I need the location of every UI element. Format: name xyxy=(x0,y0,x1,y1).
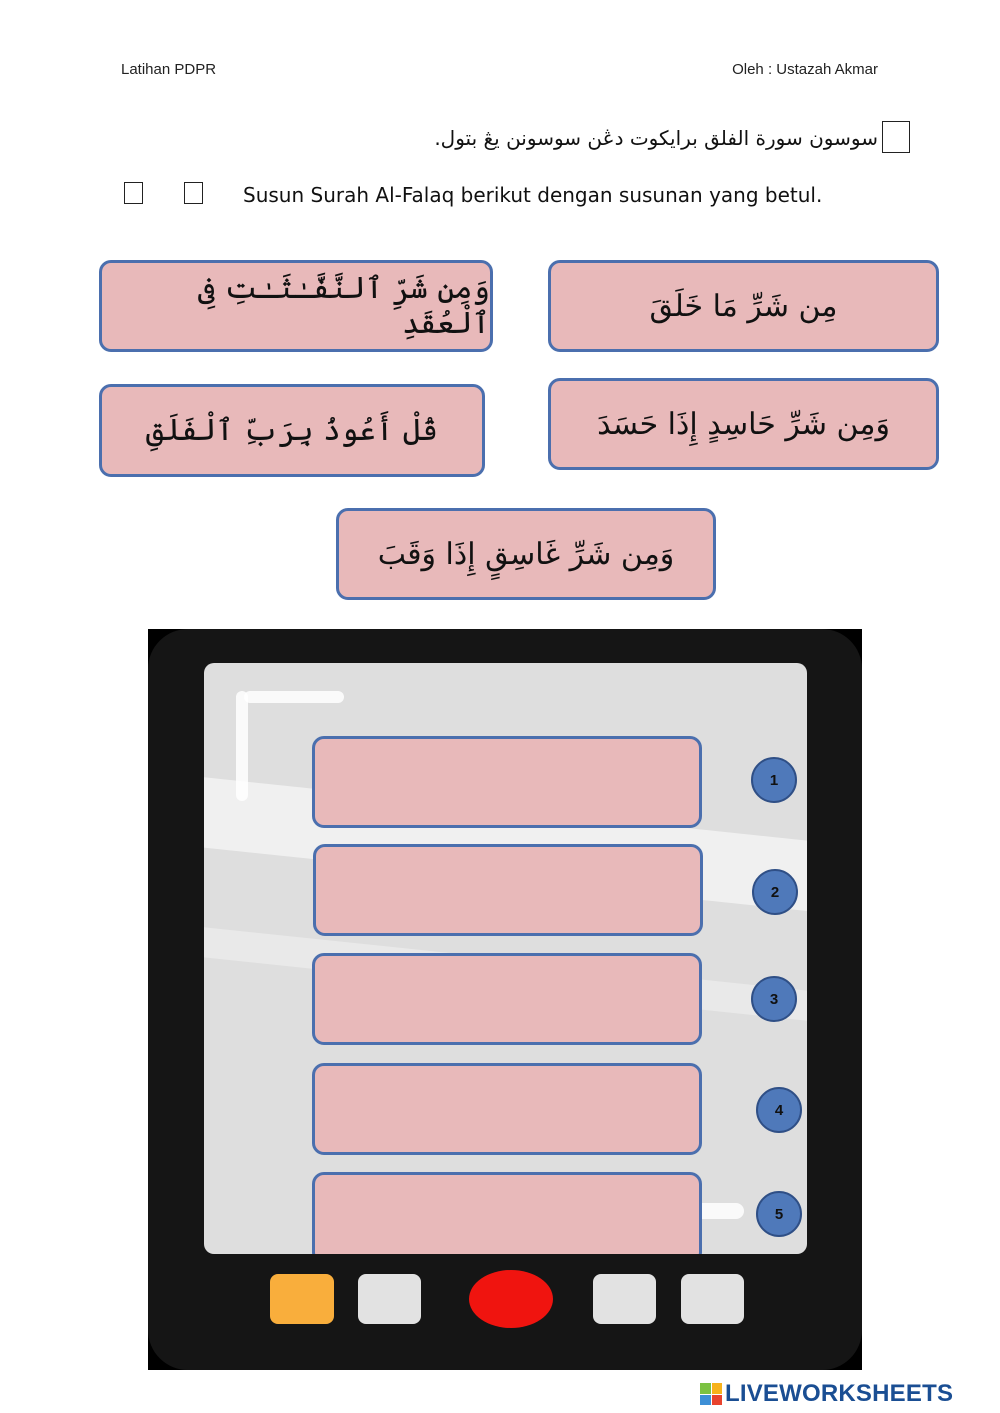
header-author: Oleh : Ustazah Akmar xyxy=(732,61,878,78)
instruction-malay: Susun Surah Al-Falaq berikut dengan susu… xyxy=(243,183,823,207)
screen-glare xyxy=(236,691,248,801)
verse-card-hasid[interactable]: وَمِن شَرِّ حَاسِدٍ إِذَا حَسَدَ xyxy=(548,378,939,470)
liveworksheets-brand: LIVEWORKSHEETS xyxy=(700,1380,953,1408)
drop-slot-1[interactable] xyxy=(312,736,702,828)
instruction-checkbox-1 xyxy=(124,182,143,204)
liveworksheets-logo-icon xyxy=(700,1383,722,1405)
device-red-button xyxy=(469,1270,553,1328)
brand-text: LIVEWORKSHEETS xyxy=(725,1380,954,1407)
drop-slot-3[interactable] xyxy=(312,953,702,1045)
drop-slot-2[interactable] xyxy=(313,844,703,936)
device-orange-button xyxy=(270,1274,334,1324)
verse-card-annaffathat[interactable]: وَمِن شَرِّ ٱلنَّفَّـٰثَـٰتِ فِى ٱلْعُقَ… xyxy=(99,260,493,352)
header-left-title: Latihan PDPR xyxy=(121,61,217,78)
instruction-checkbox-2 xyxy=(184,182,203,204)
slot-number-badge: 3 xyxy=(751,976,797,1022)
drop-slot-4[interactable] xyxy=(312,1063,702,1155)
slot-number-badge: 1 xyxy=(751,757,797,803)
instruction-checkbox-arabic xyxy=(882,121,910,153)
slot-number-badge: 5 xyxy=(756,1191,802,1237)
drop-slot-5[interactable] xyxy=(312,1172,702,1254)
device-screen: 1 2 3 4 5 xyxy=(204,663,807,1254)
screen-glare xyxy=(244,691,344,703)
slot-number-badge: 2 xyxy=(752,869,798,915)
device-gray-button xyxy=(681,1274,744,1324)
instruction-arabic: سوسون سورة الفلق برايكوت دڠن سوسونن يڠ ب… xyxy=(434,126,878,150)
device-gray-button xyxy=(358,1274,421,1324)
verse-card-min-sharri-ma-khalaq[interactable]: مِن شَرِّ مَا خَلَقَ xyxy=(548,260,939,352)
slot-number-badge: 4 xyxy=(756,1087,802,1133)
verse-card-qul-audhu[interactable]: قُلْ أَعُوذُ بِرَبِّ ٱلْفَلَقِ xyxy=(99,384,485,477)
device-gray-button xyxy=(593,1274,656,1324)
device-frame: 1 2 3 4 5 xyxy=(148,629,862,1370)
verse-card-ghasiq[interactable]: وَمِن شَرِّ غَاسِقٍ إِذَا وَقَبَ xyxy=(336,508,716,600)
